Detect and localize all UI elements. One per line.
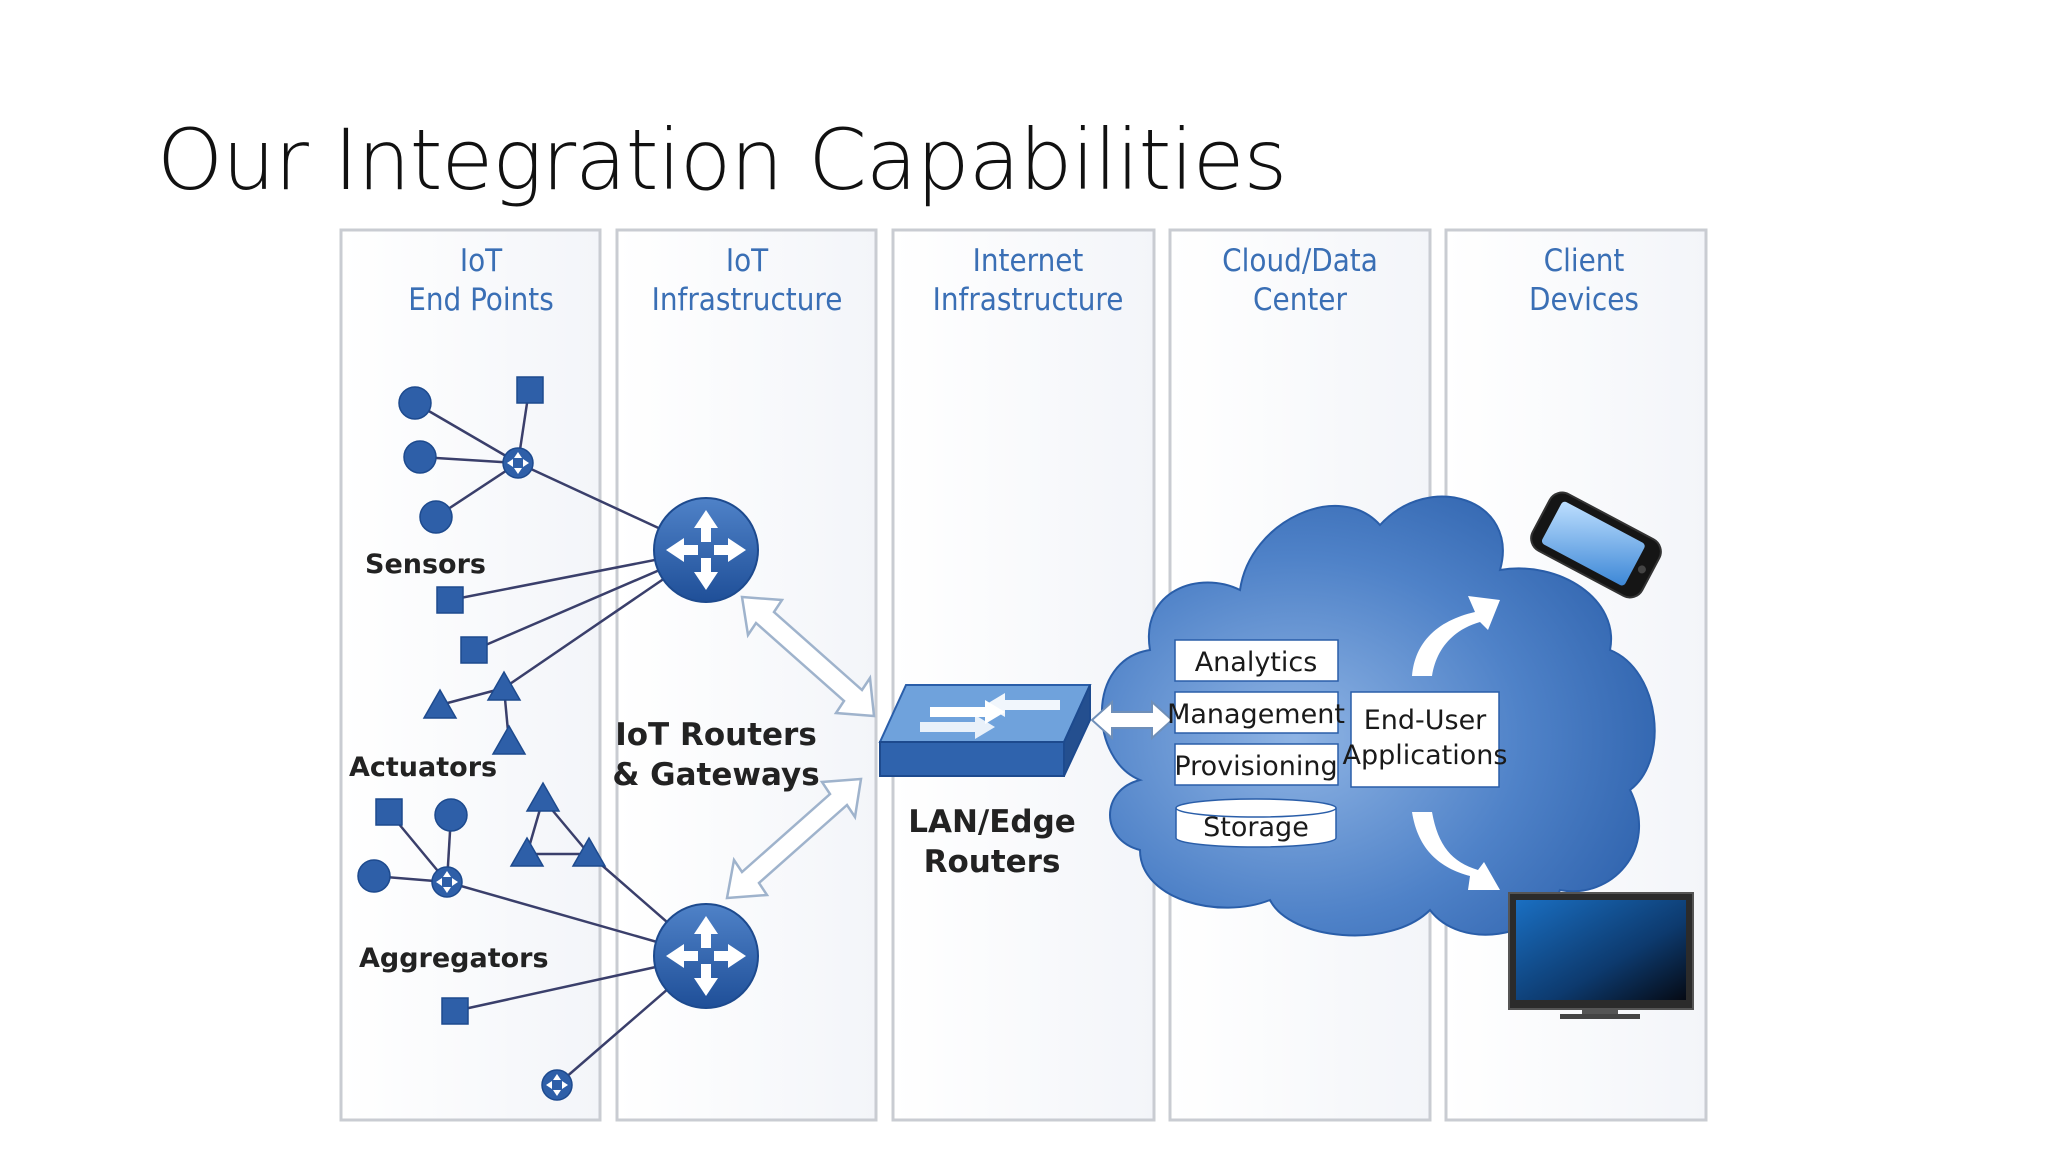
column-header-4-line1: Cloud/Data (1222, 243, 1378, 279)
sensor-node-icon (436, 586, 464, 614)
aggregator-node-icon (434, 798, 468, 832)
aggregator-node-icon (375, 798, 403, 826)
storage-cylinder-icon (1175, 808, 1337, 848)
column-header-2-line2: Infrastructure (652, 282, 843, 318)
column-panel-iot-end-points (339, 228, 602, 1122)
service-label: Provisioning (1174, 751, 1337, 782)
actuator-node-icon (525, 781, 561, 812)
routers-label-line1: IoT Routers (615, 717, 817, 753)
switch-icon (878, 684, 1092, 777)
sensor-node-icon (516, 376, 544, 404)
service-box (1174, 691, 1339, 734)
storage-label: Storage (1203, 812, 1309, 843)
end-user-apps-box (1350, 691, 1500, 788)
aggregator-node-icon (441, 997, 469, 1025)
endpoint-nodes (357, 376, 607, 1025)
router-switch-arrows (725, 595, 876, 900)
cloud-services: Analytics Management Provisioning Storag… (1167, 639, 1508, 848)
column-header-1-line2: End Points (408, 282, 554, 318)
column-header-5-line2: Devices (1529, 282, 1639, 318)
aggregators-label: Aggregators (359, 943, 549, 974)
service-label: Management (1167, 699, 1345, 730)
column-headers: IoT End Points IoT Infrastructure Intern… (408, 243, 1639, 318)
sensor-node-icon (419, 500, 453, 534)
service-box (1174, 639, 1339, 682)
routers-label-line2: & Gateways (612, 757, 819, 793)
bidirectional-arrow-icon (1090, 699, 1174, 741)
actuator-node-icon (571, 836, 607, 867)
service-label: Analytics (1195, 647, 1318, 678)
hub-icon (502, 447, 534, 479)
column-header-2-line1: IoT (726, 243, 769, 279)
column-header-3-line2: Infrastructure (933, 282, 1124, 318)
cloud-arrows (1412, 596, 1500, 890)
actuator-node-icon (491, 724, 527, 755)
curved-arrow-icon (1412, 812, 1500, 890)
router-icon (653, 497, 759, 603)
hub-icon (431, 866, 463, 898)
sensor-node-icon (460, 636, 488, 664)
sensors-label: Sensors (365, 549, 486, 580)
actuator-node-icon (509, 836, 545, 867)
sensor-node-icon (398, 386, 432, 420)
actuators-label: Actuators (349, 752, 497, 783)
lan-label-line1: LAN/Edge (908, 804, 1076, 840)
end-user-apps-line1: End-User (1364, 705, 1487, 736)
column-header-1-line1: IoT (460, 243, 503, 279)
column-header-4-line2: Center (1253, 282, 1347, 318)
hub-icon (541, 1069, 573, 1101)
slide-title: Our Integration Capabilities (157, 111, 1287, 209)
smartphone-icon (1530, 491, 1662, 599)
sensor-node-icon (403, 440, 437, 474)
curved-arrow-icon (1412, 596, 1500, 676)
column-header-5-line1: Client (1544, 243, 1625, 279)
bidirectional-arrow-icon (740, 595, 876, 718)
aggregator-node-icon (357, 859, 391, 893)
monitor-icon (1508, 892, 1694, 1019)
actuator-node-icon (486, 670, 522, 701)
service-box (1174, 743, 1339, 786)
column-header-3-line1: Internet (973, 243, 1084, 279)
lan-label-line2: Routers (924, 844, 1061, 880)
router-icon (653, 903, 759, 1009)
end-user-apps-line2: Applications (1343, 740, 1508, 771)
bidirectional-arrow-icon (725, 777, 863, 900)
column-panel-internet-infrastructure (891, 228, 1156, 1122)
actuator-node-icon (422, 688, 458, 719)
